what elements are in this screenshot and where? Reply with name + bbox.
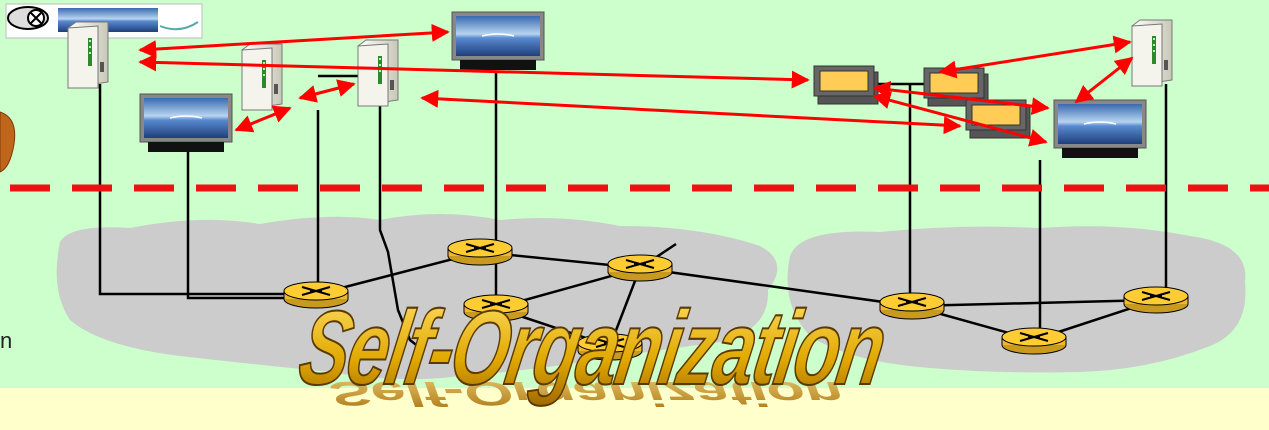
tower-pc-icon	[357, 39, 399, 107]
laptop-monitor-icon	[1053, 99, 1147, 159]
laptop-monitor-icon	[139, 93, 233, 153]
wire	[639, 266, 913, 308]
tower-pc-icon	[241, 43, 283, 111]
pda-device-icon	[813, 65, 879, 105]
laptop-monitor-icon	[451, 11, 545, 71]
title-art: Self-Organization	[291, 290, 893, 407]
wire	[186, 150, 316, 300]
overlay-links	[138, 23, 1134, 147]
wire	[98, 84, 316, 296]
router-icon	[1123, 286, 1189, 314]
tower-pc-icon	[1131, 19, 1173, 87]
side-text: n	[0, 328, 13, 353]
router-icon	[607, 254, 673, 282]
peer-link	[138, 23, 450, 59]
footer-band	[0, 388, 1269, 430]
title-reflection: Self-Organization	[329, 375, 842, 413]
wire	[378, 106, 421, 349]
peer-link	[872, 91, 1048, 147]
router-icon	[447, 238, 513, 266]
peer-link	[420, 89, 962, 135]
wire	[911, 298, 1157, 308]
tower-pc-icon	[67, 21, 109, 89]
peer-link	[298, 79, 356, 103]
peer-link	[138, 53, 810, 89]
peer-link	[938, 35, 1132, 79]
speaker-icon	[0, 111, 16, 173]
router-icon	[1001, 327, 1067, 355]
peer-link	[1074, 56, 1134, 104]
peer-link	[234, 105, 292, 133]
network-cloud-right	[787, 226, 1246, 373]
